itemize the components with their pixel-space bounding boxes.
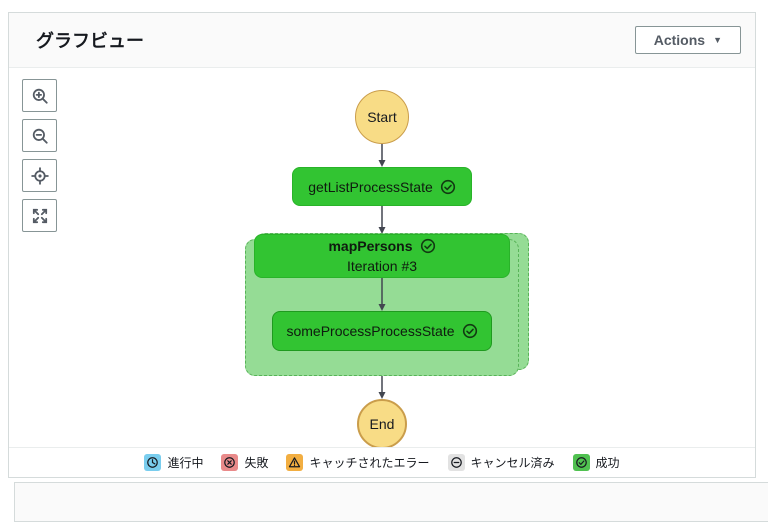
actions-button[interactable]: Actions ▼ <box>634 26 741 54</box>
zoom-out-icon <box>32 128 48 144</box>
legend-label: 成功 <box>595 456 620 470</box>
status-legend: 進行中 失敗 キャッチされたエラー キャンセル済み <box>9 447 755 477</box>
end-node-label: End <box>369 416 395 432</box>
panel-header: グラフビュー Actions ▼ <box>9 13 755 68</box>
flow-arrow <box>378 206 386 234</box>
flow-arrow <box>378 278 386 311</box>
state-node-mappersons[interactable]: mapPersons Iteration #3 <box>254 234 510 278</box>
end-node: End <box>357 399 407 449</box>
success-check-icon <box>440 179 456 195</box>
fullscreen-expand-icon <box>32 208 47 223</box>
success-icon <box>572 454 590 471</box>
map-node-label: mapPersons <box>328 238 413 254</box>
zoom-in-button[interactable] <box>22 79 57 112</box>
flow-arrow <box>378 376 386 399</box>
flow-arrow <box>378 144 386 167</box>
legend-item-cancelled: キャンセル済み <box>447 454 555 471</box>
graph-canvas: Start getListProcessState mapPerson <box>9 68 755 477</box>
legend-item-success: 成功 <box>572 454 620 471</box>
fullscreen-button[interactable] <box>22 199 57 232</box>
cancelled-icon <box>447 454 465 471</box>
zoom-out-button[interactable] <box>22 119 57 152</box>
legend-label: キャンセル済み <box>470 456 555 470</box>
state-node-label: getListProcessState <box>308 178 433 195</box>
caught-error-icon <box>286 454 304 471</box>
state-node-getlistprocessstate[interactable]: getListProcessState <box>292 167 472 206</box>
legend-label: 進行中 <box>167 456 204 470</box>
in-progress-icon <box>144 454 162 471</box>
panel-title: グラフビュー <box>36 31 144 51</box>
state-node-someprocessprocessstate[interactable]: someProcessProcessState <box>272 311 492 351</box>
legend-item-failed: 失敗 <box>221 454 268 471</box>
legend-item-in-progress: 進行中 <box>144 454 203 471</box>
zoom-in-icon <box>32 88 48 104</box>
center-target-icon <box>30 166 49 185</box>
center-graph-button[interactable] <box>22 159 57 192</box>
start-node: Start <box>355 90 409 144</box>
graph-view-panel: グラフビュー Actions ▼ <box>8 12 756 478</box>
state-machine-graph: Start getListProcessState mapPerson <box>9 68 755 477</box>
legend-label: 失敗 <box>244 456 269 470</box>
start-node-label: Start <box>367 109 397 125</box>
next-panel-edge <box>14 482 768 522</box>
caret-down-icon: ▼ <box>713 35 722 45</box>
failed-icon <box>221 454 239 471</box>
legend-item-caught-error: キャッチされたエラー <box>286 454 430 471</box>
map-state-group: mapPersons Iteration #3 someProcessProce… <box>245 233 529 376</box>
state-node-label: someProcessProcessState <box>286 323 455 339</box>
success-check-icon <box>462 323 478 339</box>
graph-toolbar <box>22 79 57 232</box>
success-check-icon <box>420 238 436 254</box>
legend-label: キャッチされたエラー <box>309 456 430 470</box>
actions-button-label: Actions <box>653 32 706 48</box>
map-iteration-label: Iteration #3 <box>346 258 418 274</box>
